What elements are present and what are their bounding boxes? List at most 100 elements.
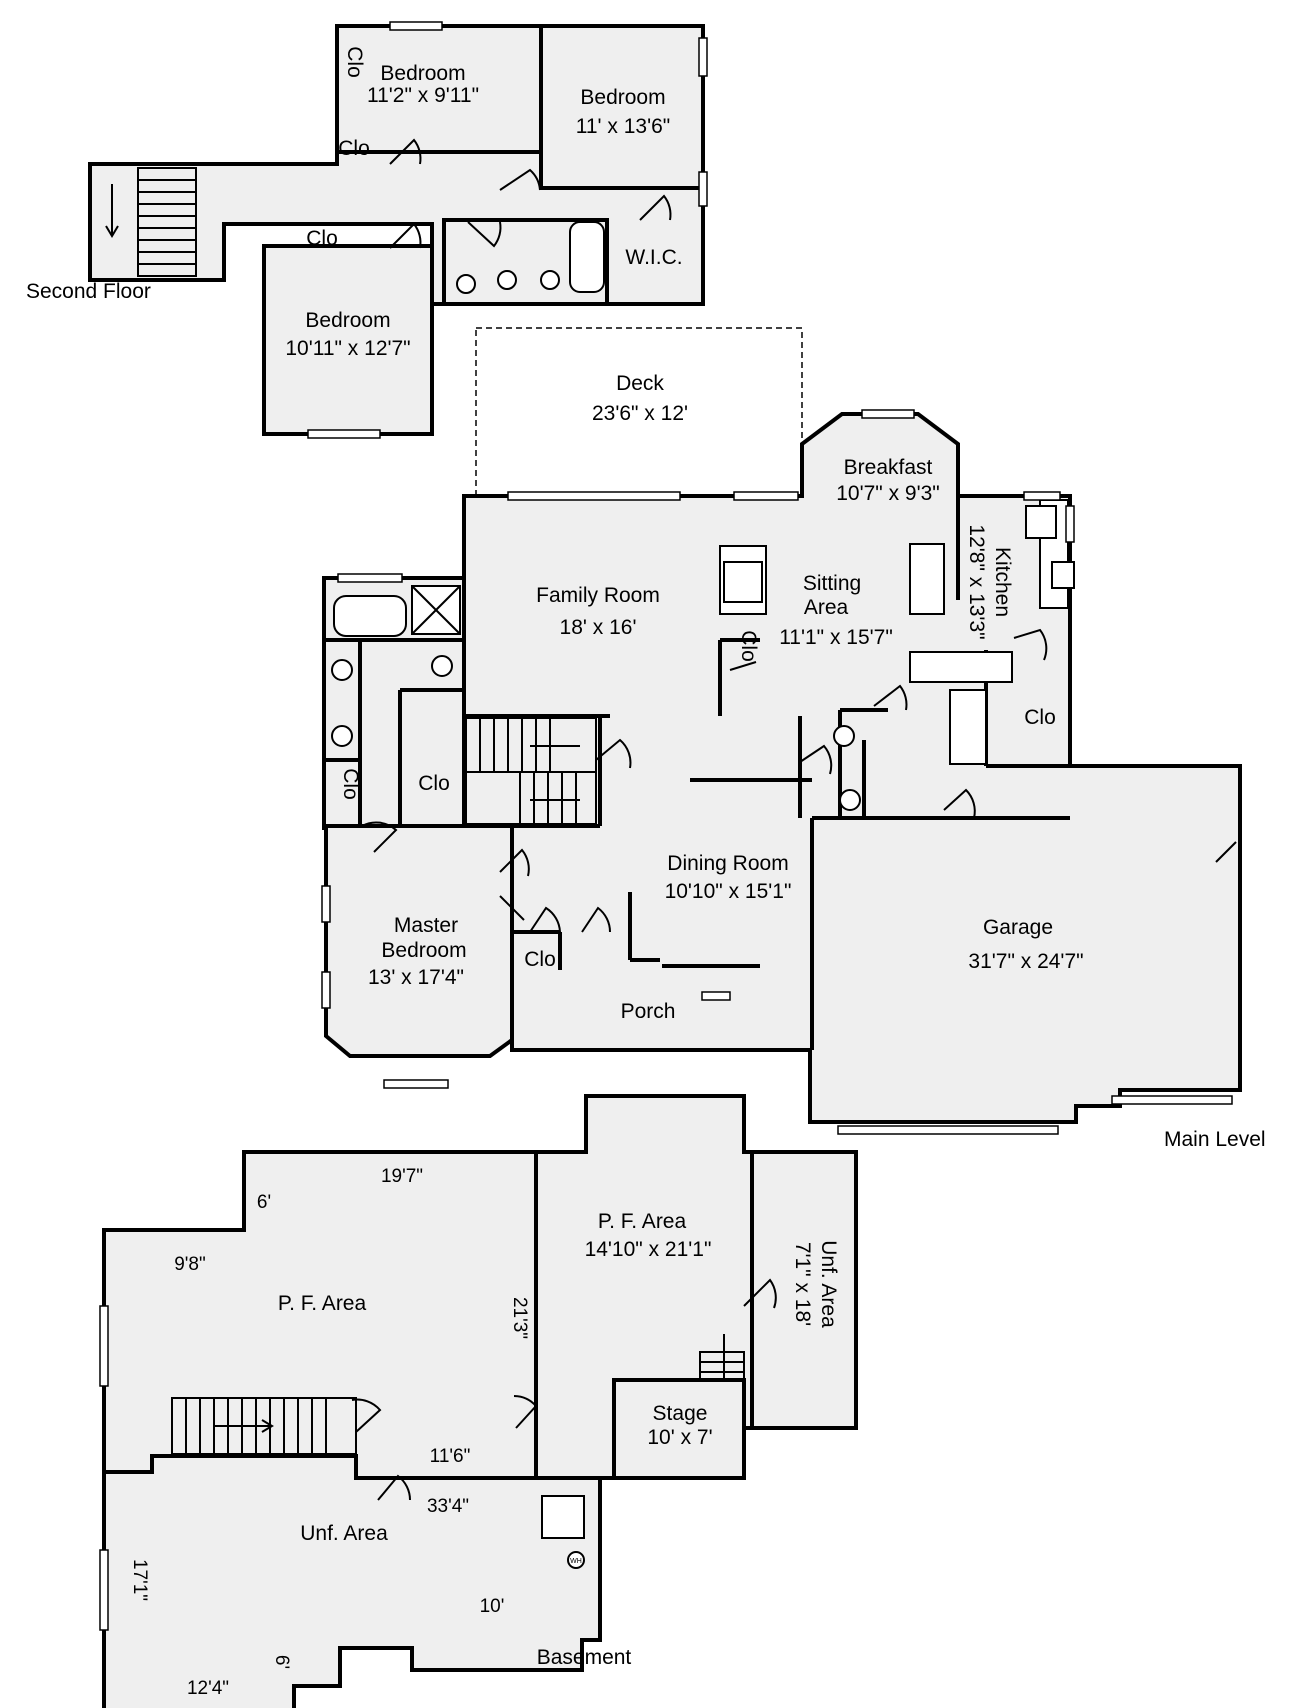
window — [99, 1305, 109, 1387]
kitchen-counter — [909, 651, 1013, 683]
closet-label: Clo — [737, 630, 760, 662]
basement-unf-area — [102, 1454, 602, 1708]
window — [1023, 491, 1061, 501]
room-size: 13' x 17'4" — [368, 966, 464, 989]
room-label: Stage — [653, 1402, 708, 1425]
window — [698, 171, 708, 207]
room-label: Deck — [616, 372, 664, 395]
closet-label: Clo — [338, 137, 370, 160]
closet-label: Clo — [524, 948, 556, 971]
room-size: 10'10" x 15'1" — [665, 880, 792, 903]
kitchen-island — [909, 543, 945, 615]
room-label: Area — [804, 596, 849, 619]
window — [337, 573, 403, 583]
door-swing — [729, 661, 757, 671]
bathtub — [569, 221, 605, 293]
room-label: Sitting — [803, 572, 861, 595]
basement-stairs — [171, 1397, 357, 1455]
room-label: Dining Room — [667, 852, 788, 875]
door-swing — [743, 1278, 777, 1309]
wic-label: W.I.C. — [625, 246, 682, 269]
room-size: 12'8" x 13'3" — [965, 524, 988, 639]
bedroom-top-small — [335, 24, 543, 166]
door-swing — [943, 788, 976, 819]
second-floor-stairs — [105, 167, 197, 277]
closet-label: Clo — [339, 768, 362, 800]
sink — [456, 274, 476, 294]
basement-stage — [612, 1378, 746, 1480]
second-floor-label: Second Floor — [26, 280, 151, 303]
sink — [497, 270, 517, 290]
window — [307, 429, 381, 439]
door-swing — [595, 738, 632, 769]
room-label: Bedroom — [380, 62, 465, 85]
room-size: 10'7" x 9'3" — [836, 482, 940, 505]
dimension-label: 6' — [271, 1655, 292, 1669]
basement-plan: WH P. F. Area P. F. Area 14'10" x 21'1" … — [99, 1094, 858, 1708]
room-label: Bedroom — [381, 939, 466, 962]
stage-steps — [699, 1334, 745, 1381]
dimension-label: 9'8" — [174, 1254, 206, 1275]
second-floor-plan: Bedroom 11'2" x 9'11" Bedroom 11' x 13'6… — [26, 21, 708, 439]
toilet — [839, 789, 861, 811]
bedroom-top-right — [539, 24, 705, 190]
window — [507, 491, 681, 501]
room-label: P. F. Area — [278, 1292, 367, 1315]
closet-label: Clo — [343, 46, 366, 78]
dimension-label: 11'6" — [430, 1446, 471, 1467]
room-label: Garage — [983, 916, 1053, 939]
room-label: Master — [394, 914, 458, 937]
room-size: 11'2" x 9'11" — [367, 84, 479, 107]
window — [383, 1079, 449, 1089]
window — [321, 885, 331, 923]
window — [99, 1549, 109, 1631]
dimension-label: 10' — [480, 1596, 505, 1617]
toilet — [431, 655, 453, 677]
main-stairs — [465, 717, 597, 825]
door-swing — [377, 1474, 411, 1501]
basement-pf-area-left — [102, 1150, 538, 1480]
room-size: 23'6" x 12' — [592, 402, 688, 425]
room-size: 11' x 13'6" — [576, 115, 670, 138]
window — [321, 971, 331, 1009]
window — [861, 409, 915, 419]
water-heater-label: WH — [570, 1558, 582, 1565]
door-swing — [389, 138, 422, 165]
basement-unf-area-right — [750, 1150, 858, 1430]
room-size: 14'10" x 21'1" — [585, 1238, 712, 1261]
deck — [475, 327, 803, 497]
room-size: 11'1" x 15'7" — [779, 626, 893, 649]
room-size: 10'11" x 12'7" — [285, 337, 410, 360]
door-swing — [581, 906, 611, 933]
water-heater — [567, 1551, 585, 1569]
window — [389, 21, 443, 31]
bathtub — [333, 595, 407, 637]
dimension-label: 12'4" — [187, 1678, 229, 1699]
room-size: 7'1" x 18' — [791, 1242, 814, 1326]
room-label: Unf. Area — [300, 1522, 388, 1545]
room-label: Breakfast — [844, 456, 933, 479]
room-label: Bedroom — [305, 309, 390, 332]
door-swing — [513, 1395, 538, 1429]
door-swing — [873, 684, 908, 711]
dimension-label: 17'1" — [129, 1559, 150, 1601]
door-swing — [499, 895, 525, 921]
door-swing — [499, 848, 530, 877]
dimension-label: 21'3" — [509, 1297, 530, 1339]
basement-label: Basement — [537, 1646, 632, 1669]
door-swing — [351, 1398, 382, 1433]
window — [837, 1125, 1059, 1135]
sink — [331, 725, 353, 747]
dimension-label: 6' — [257, 1192, 271, 1213]
toilet — [833, 725, 855, 747]
room-size: 18' x 16' — [560, 616, 637, 639]
room-label: P. F. Area — [598, 1210, 687, 1233]
closet-label: Clo — [1024, 706, 1056, 729]
room-size: 31'7" x 24'7" — [968, 950, 1083, 973]
stove — [1051, 561, 1075, 589]
door-swing — [467, 221, 502, 248]
fireplace-insert — [723, 561, 763, 603]
window — [733, 491, 799, 501]
door-swing — [529, 906, 561, 933]
door-swing — [1215, 841, 1237, 863]
